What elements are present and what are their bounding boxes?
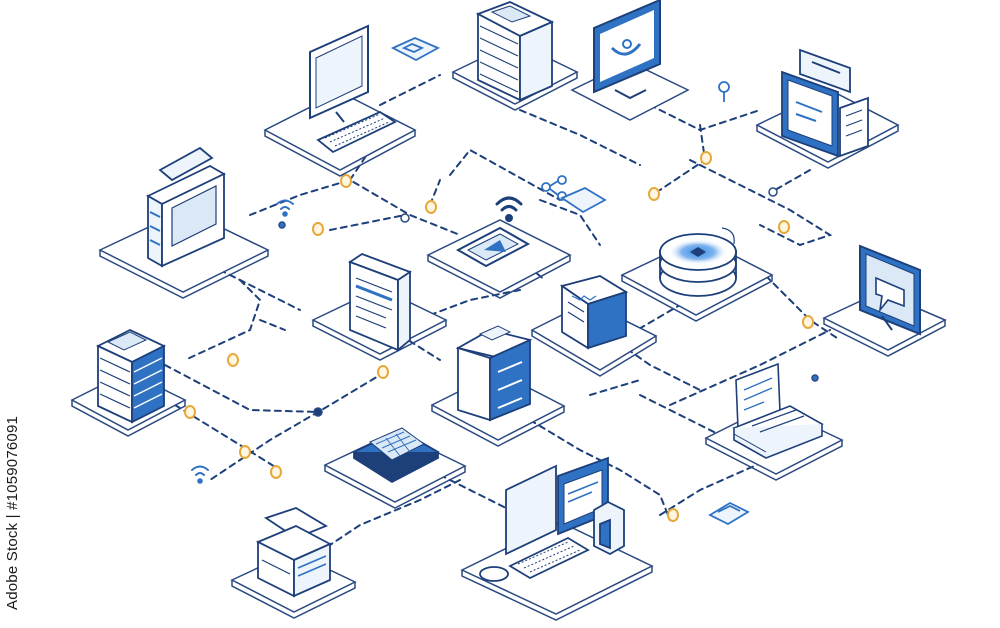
node-monitor-keyboard (263, 24, 417, 177)
junction-dot (313, 407, 323, 417)
server-rack-icon (475, 1, 555, 102)
wifi-icon (495, 196, 523, 222)
wifi-icon (191, 465, 209, 484)
node-window-card (755, 48, 900, 169)
coin-icon (778, 220, 790, 234)
connector-line (529, 419, 671, 521)
node-filing-tower (98, 146, 270, 299)
connector-line (259, 319, 286, 331)
router-icon (559, 275, 629, 350)
keypad-icon (352, 427, 440, 484)
coin-icon (377, 365, 389, 379)
file-cabinet-icon (455, 325, 533, 422)
document-panel-icon (348, 252, 412, 352)
wifi-icon (276, 199, 294, 217)
connector-line (399, 334, 441, 361)
share-icon (541, 175, 607, 214)
user-pin-icon (718, 81, 730, 102)
connector-lines (164, 74, 841, 546)
printer-icon (255, 507, 333, 598)
connector-line (449, 148, 561, 201)
node-file-cabinet (430, 325, 566, 447)
connector-line (539, 199, 601, 246)
connector-line (379, 74, 441, 106)
junction-dot (278, 221, 286, 229)
coin-icon (700, 151, 712, 165)
node-server-stack (70, 328, 187, 437)
node-workstation (460, 456, 654, 621)
node-keyboard-pad (323, 427, 467, 509)
connector-line (209, 371, 386, 481)
node-printer (230, 507, 357, 619)
connector-line (429, 469, 511, 511)
connector-line (174, 404, 281, 471)
node-server-rack-top (451, 1, 579, 111)
connector-line (689, 159, 833, 247)
window-card-icon (781, 48, 869, 158)
connector-line (329, 479, 461, 546)
paper-stack-icon (732, 362, 824, 459)
coin-icon (648, 187, 660, 201)
user-monitor-icon (593, 0, 661, 100)
connector-line (519, 109, 641, 166)
connector-line (349, 149, 371, 181)
wifi-signals (191, 196, 523, 484)
node-router-box (530, 275, 658, 377)
coin-icon (270, 465, 282, 479)
node-document-panel (311, 252, 448, 361)
connector-line (164, 364, 321, 413)
tablet-icon (455, 226, 531, 268)
coin-icon (802, 315, 814, 329)
coin-markers (184, 151, 814, 522)
connector-line (589, 379, 641, 396)
coin-icon (667, 508, 679, 522)
junction-dots (278, 187, 819, 417)
coin-icon (312, 222, 324, 236)
filing-tower-icon (146, 146, 226, 268)
watermark-text: Adobe Stock | #1059076091 (4, 415, 21, 610)
coin-icon (425, 200, 437, 214)
coin-icon (184, 405, 196, 419)
junction-dot (400, 213, 410, 223)
folder-card-icon (390, 37, 441, 62)
node-monitor-user (570, 0, 690, 121)
node-paper-stack (704, 362, 844, 481)
coin-icon (227, 353, 239, 367)
junction-dot (811, 374, 819, 382)
connector-line (659, 124, 707, 191)
monitor-keyboard-icon (309, 24, 397, 154)
connector-line (429, 289, 521, 316)
workstation-icon (479, 456, 625, 582)
coin-icon (340, 174, 352, 188)
connector-line (184, 279, 262, 361)
chat-monitor-icon (859, 244, 921, 336)
node-chat-monitor (822, 244, 947, 357)
mail-card-icon (708, 501, 750, 526)
connector-line (329, 214, 406, 231)
floating-icons (390, 37, 750, 526)
node-tablet (426, 219, 572, 299)
server-stack-icon (95, 328, 167, 424)
junction-dot (768, 187, 778, 197)
cloud-disk-icon (659, 227, 737, 297)
node-cloud-disk (620, 227, 774, 322)
coin-icon (239, 445, 251, 459)
connector-line (599, 329, 701, 391)
connector-line (669, 329, 831, 406)
connector-line (774, 169, 811, 191)
